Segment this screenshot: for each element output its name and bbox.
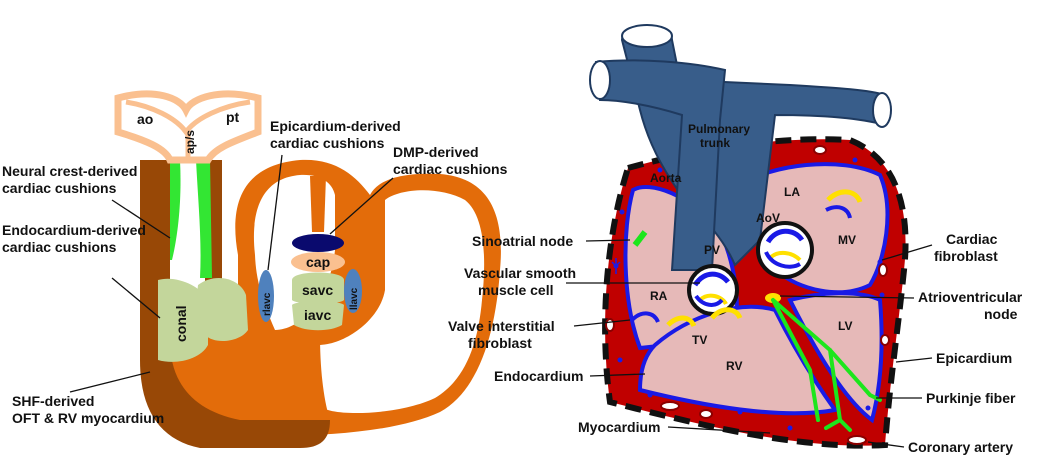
cardiac-fibroblasts xyxy=(611,157,885,431)
annotation-coronary: Coronary artery xyxy=(908,439,1013,455)
pulmonary-trunk-vessel xyxy=(594,59,727,271)
label-ao: ao xyxy=(137,111,153,127)
label-conal: conal xyxy=(173,305,189,342)
leader-coronary xyxy=(867,441,905,448)
leader-vif xyxy=(573,319,631,327)
tricuspid-valve-right xyxy=(710,307,743,320)
label-truncal: truncal xyxy=(179,205,195,252)
label-tv: TV xyxy=(692,333,707,347)
cap-cushion xyxy=(291,252,345,272)
leader-myocardium xyxy=(667,426,771,434)
leader-epicardium xyxy=(895,357,933,363)
label-aov: AoV xyxy=(756,211,780,225)
leader-dmp-cushions xyxy=(329,177,394,235)
label-la: LA xyxy=(784,185,800,199)
label-aps: ap/s xyxy=(183,130,197,154)
annotation-neural-crest: Neural crest-derived cardiac cushions xyxy=(2,163,141,196)
conal-cushion-left xyxy=(158,278,208,362)
savc-cushion xyxy=(292,272,344,304)
mitral-valve-blue xyxy=(825,205,852,219)
leader-cardiac-fibroblast xyxy=(881,244,933,261)
annotation-endocardium: Endocardium xyxy=(494,368,583,384)
purkinje-fiber xyxy=(771,298,882,432)
neural-crest-cushion-left xyxy=(170,160,181,260)
leader-neural-crest xyxy=(111,199,171,239)
annotation-purkinje: Purkinje fiber xyxy=(926,390,1016,406)
tricuspid-valve-left xyxy=(666,315,697,328)
label-lv: LV xyxy=(838,319,852,333)
label-cap: cap xyxy=(306,254,330,270)
shf-oft-myocardium xyxy=(140,160,330,448)
annotation-shf: SHF-derived OFT & RV myocardium xyxy=(12,393,164,426)
aorta-top-opening xyxy=(621,24,673,48)
annotation-av-node: Atrioventricular node xyxy=(918,289,1026,322)
interventricular-septum xyxy=(296,335,330,420)
label-pv: PV xyxy=(704,243,720,257)
annotation-dmp-cushions: DMP-derived cardiac cushions xyxy=(393,144,508,177)
annotation-epicardium-cushions: Epicardium-derived cardiac cushions xyxy=(270,118,405,151)
annotation-vsmc: Vascular smooth muscle cell xyxy=(464,265,580,298)
neural-crest-cushion-right xyxy=(196,160,212,278)
leader-shf xyxy=(69,371,151,393)
annotation-epicardium: Epicardium xyxy=(936,350,1012,366)
label-rv: RV xyxy=(726,359,742,373)
label-ra: RA xyxy=(650,289,668,303)
annotation-sinoatrial: Sinoatrial node xyxy=(472,233,573,249)
annotation-myocardium: Myocardium xyxy=(578,419,660,435)
annotation-cardiac-fibroblast: Cardiac fibroblast xyxy=(934,231,1001,264)
label-llavc: llavc xyxy=(349,287,360,310)
sinoatrial-node xyxy=(632,230,648,247)
label-savc: savc xyxy=(302,282,333,298)
dmp-cushion xyxy=(292,234,344,252)
rlavc-cushion xyxy=(258,270,274,322)
leader-epicardium-cushions xyxy=(267,154,283,271)
mitral-valve xyxy=(826,189,863,204)
pulmonary-valve xyxy=(687,264,739,316)
iavc-cushion xyxy=(292,301,344,331)
conal-cushion-right xyxy=(197,277,248,342)
left-panel-embryonic-heart: ao pt ap/s truncal conal cap savc iavc r… xyxy=(2,90,508,448)
label-pt: pt xyxy=(226,109,240,125)
label-pulmonary-trunk: Pulmonary trunk xyxy=(688,122,753,150)
valve-fibroblast-left xyxy=(630,311,660,323)
aorta-right-opening xyxy=(872,92,892,128)
llavc-cushion xyxy=(344,269,362,313)
leader-av-node xyxy=(779,295,915,299)
atrial-septum xyxy=(310,176,326,232)
pulmonary-left-opening xyxy=(589,60,611,100)
leader-sinoatrial xyxy=(585,239,631,242)
right-panel-adult-heart: Pulmonary trunk Aorta LA AoV MV PV RA TV… xyxy=(448,24,1026,455)
aortic-valve xyxy=(756,221,814,279)
annotation-endocardium-cushions: Endocardium-derived cardiac cushions xyxy=(2,222,150,255)
rv-chamber xyxy=(637,305,839,416)
leader-endocardium-cushions xyxy=(111,277,161,319)
label-mv: MV xyxy=(838,233,856,247)
av-node xyxy=(765,293,781,303)
label-iavc: iavc xyxy=(304,307,331,323)
annotation-vif: Valve interstitial fibroblast xyxy=(448,318,559,351)
label-aorta: Aorta xyxy=(650,171,682,185)
leader-endocardium xyxy=(589,373,646,377)
right-chamber-space xyxy=(318,190,485,414)
label-rlavc: rlavc xyxy=(262,292,273,316)
